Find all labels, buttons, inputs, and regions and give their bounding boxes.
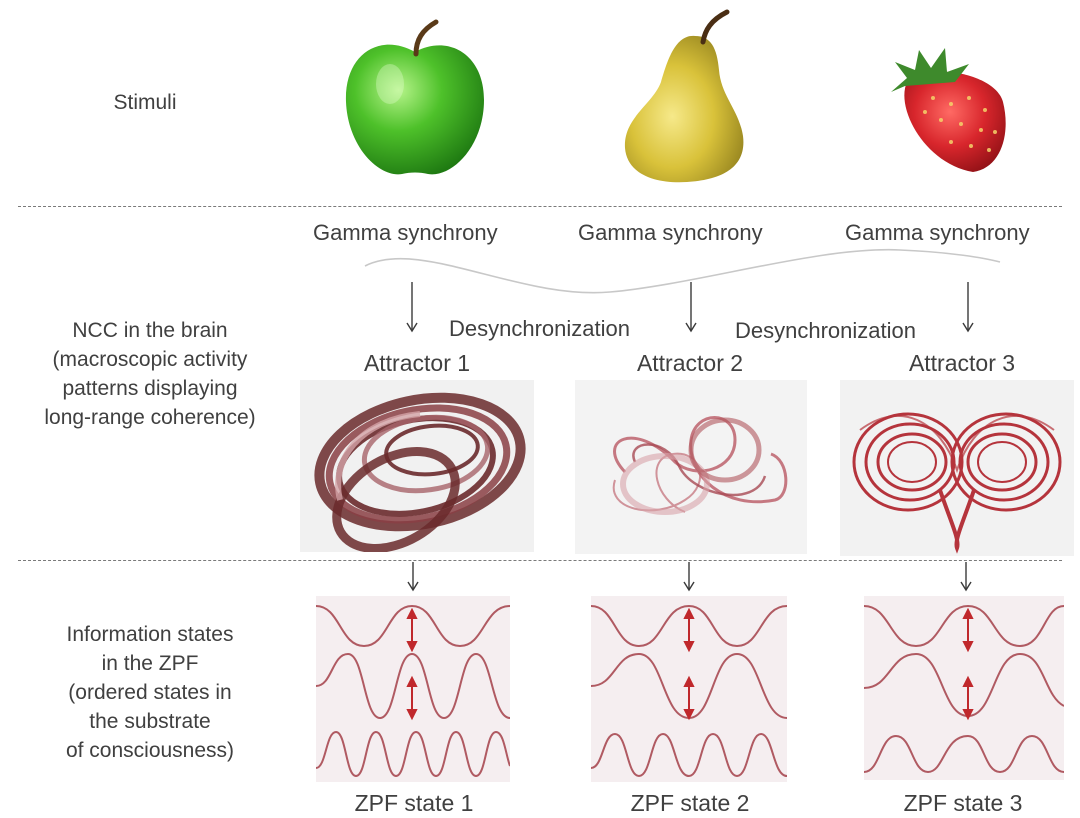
zpf-state-2-title: ZPF state 2 [570,790,810,817]
down-arrows-bottom [408,562,971,590]
attractor-2-panel [575,380,807,554]
zpf-state-3-title: ZPF state 3 [843,790,1080,817]
zpf-1-panel [316,596,510,782]
desync-label-1: Desynchronization [449,316,630,342]
attractor-3-panel [840,380,1074,556]
attractor-1-panel [300,380,534,552]
zpf-state-1-title: ZPF state 1 [294,790,534,817]
attractor-2-title: Attractor 2 [570,350,810,377]
zpf-3-panel [864,596,1064,780]
zpf-2-panel [591,596,787,782]
attractor-3-title: Attractor 3 [842,350,1080,377]
attractor-1-title: Attractor 1 [297,350,537,377]
desync-label-2: Desynchronization [735,318,916,344]
